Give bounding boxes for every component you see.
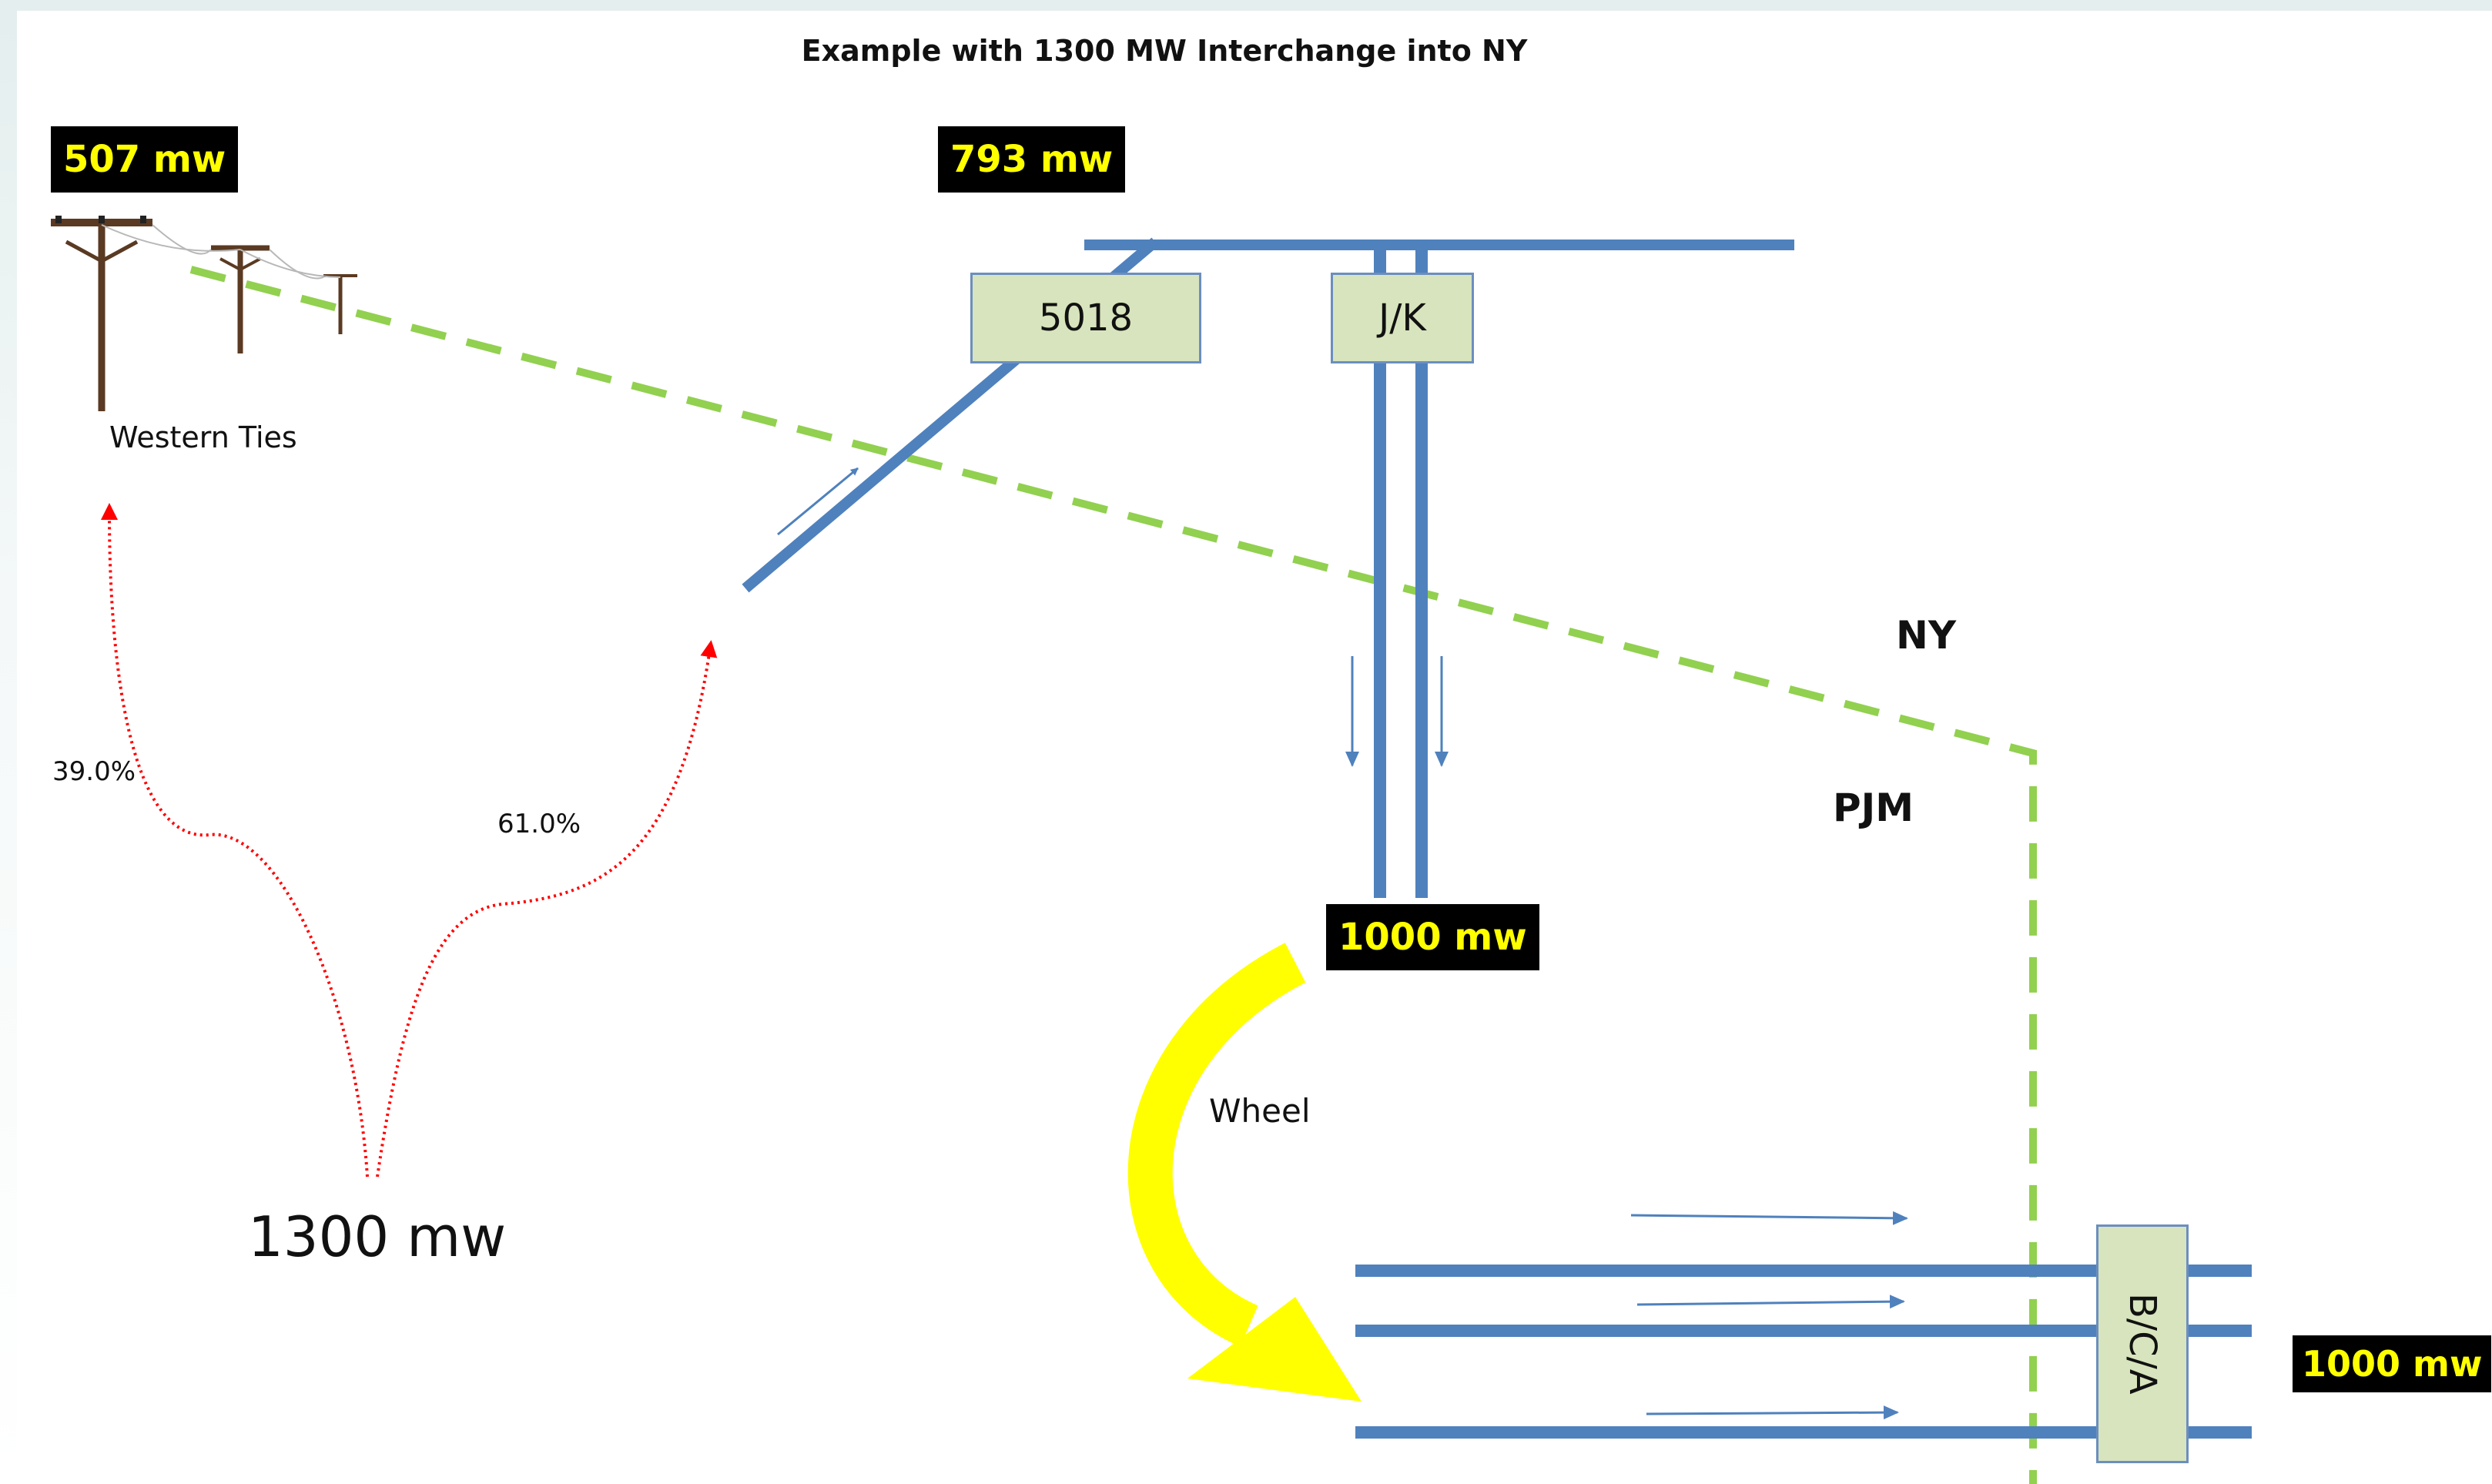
- split-arrow-5018: [376, 640, 718, 1177]
- utility-pole-icon: [51, 216, 357, 411]
- ny-pjm-border-line: [189, 266, 2037, 1484]
- pjm-label: PJM: [1833, 786, 1914, 830]
- wheel-arrow: [1127, 943, 1362, 1402]
- tie-5018-flow-arrow: [777, 467, 859, 536]
- ny-label: NY: [1896, 613, 1957, 658]
- western-ties-flow-badge: 507 mw: [51, 126, 239, 193]
- jk-box: J/K: [1331, 273, 1474, 363]
- diagram-title: Example with 1300 MW Interchange into NY: [801, 34, 1528, 68]
- tie-5018-box: 5018: [970, 273, 1201, 363]
- bca-flow-arrow-2: [1636, 1295, 1905, 1309]
- bca-flow-badge: 1000 mw: [2293, 1335, 2492, 1392]
- bca-flow-arrow-3: [1646, 1405, 1899, 1420]
- western-ties-label: Western Ties: [109, 420, 297, 454]
- tie-5018-share-label: 61.0%: [497, 809, 581, 839]
- bca-box: B/C/A: [2096, 1224, 2189, 1463]
- total-interchange-label: 1300 mw: [248, 1204, 507, 1269]
- diagram-canvas: Example with 1300 MW Interchange into NY…: [17, 11, 2492, 1484]
- bca-flow-arrow-1: [1630, 1211, 1908, 1225]
- wheel-label: Wheel: [1209, 1092, 1311, 1130]
- split-arrow-western: [101, 503, 369, 1177]
- western-share-label: 39.0%: [52, 756, 136, 787]
- tie-5018-flow-badge: 793 mw: [938, 126, 1126, 193]
- jk-flow-badge: 1000 mw: [1326, 904, 1539, 970]
